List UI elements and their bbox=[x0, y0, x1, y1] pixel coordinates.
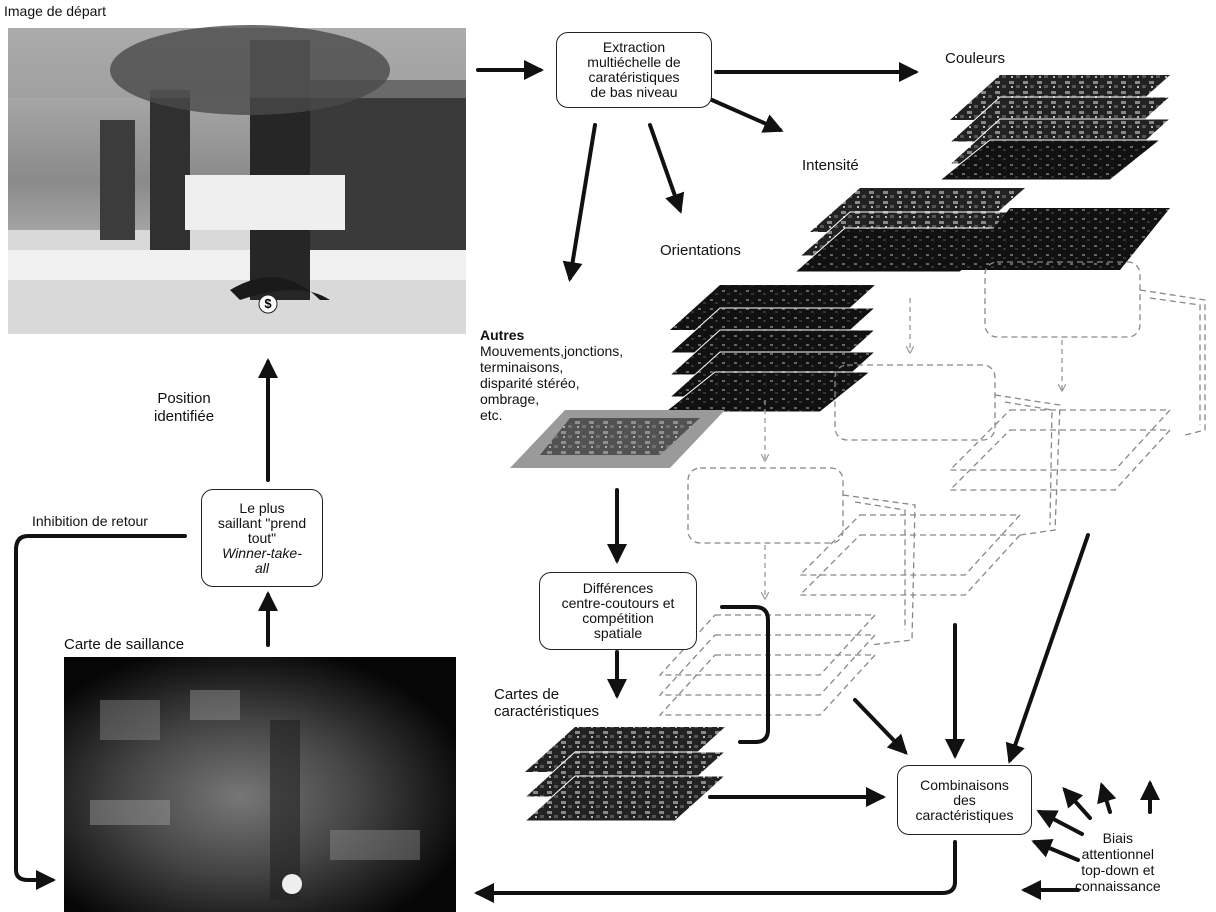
intensity-label: Intensité bbox=[802, 157, 859, 174]
winner-line: Le plus bbox=[239, 499, 285, 516]
feature-maps-stack bbox=[523, 727, 727, 822]
center-surround-line: centre-coutours et bbox=[561, 595, 675, 611]
center-surround-line: compétition bbox=[582, 610, 654, 626]
winner-line: saillant "prend bbox=[217, 514, 307, 531]
other-features-line: etc. bbox=[480, 407, 503, 423]
extraction-line: Extraction bbox=[602, 39, 666, 55]
feature-maps-line: caractéristiques bbox=[494, 703, 600, 720]
combination-line: Combinaisons bbox=[920, 776, 1009, 793]
feature-maps-line: Cartes de bbox=[494, 686, 560, 703]
top-down-bias-label: Biais attentionnel top-down et connaissa… bbox=[1075, 830, 1161, 894]
center-surround-box: Différences centre-coutours et compétiti… bbox=[539, 572, 697, 650]
center-surround-line: Différences bbox=[582, 580, 654, 596]
bias-line: Biais bbox=[1102, 830, 1133, 846]
winner-italic-line: all bbox=[254, 559, 269, 576]
position-identified-label: Position identifiée bbox=[154, 390, 214, 426]
orientation-feature-stack bbox=[663, 285, 877, 413]
dashed-feature-planes bbox=[658, 261, 1206, 716]
other-features-line: terminaisons, bbox=[480, 359, 564, 375]
saliency-map-image bbox=[64, 657, 456, 912]
inhibition-of-return-label: Inhibition de retour bbox=[32, 513, 148, 529]
bias-line: top-down et bbox=[1081, 862, 1155, 878]
dollar-sign-icon: $ bbox=[264, 296, 272, 311]
center-surround-line: spatiale bbox=[593, 625, 643, 641]
other-features-label: Autres Mouvements,jonctions, terminaison… bbox=[480, 327, 623, 423]
extraction-line: multiéchelle de bbox=[587, 54, 681, 70]
input-image-label: Image de départ bbox=[4, 3, 106, 19]
input-image bbox=[8, 25, 466, 334]
intensity-feature-stack bbox=[793, 188, 1170, 273]
winner-take-all-box: Le plus saillant "prend tout" Winner-tak… bbox=[201, 489, 323, 587]
other-features-line: Mouvements,jonctions, bbox=[480, 343, 624, 359]
extraction-box: Extraction multiéchelle de caratéristiqu… bbox=[556, 32, 712, 108]
feature-combination-box: Combinaisons des caractéristiques bbox=[897, 765, 1032, 835]
combination-line: des bbox=[953, 791, 976, 808]
orientations-label: Orientations bbox=[660, 242, 741, 259]
position-line: identifiée bbox=[154, 408, 215, 425]
extraction-line: de bas niveau bbox=[590, 84, 678, 100]
winner-line: tout" bbox=[247, 529, 277, 546]
other-features-plane bbox=[510, 410, 725, 468]
other-features-line: disparité stéréo, bbox=[480, 375, 580, 391]
combination-line: caractéristiques bbox=[915, 806, 1014, 823]
extraction-line: caratéristiques bbox=[588, 69, 680, 85]
bias-line: attentionnel bbox=[1081, 846, 1155, 862]
colors-label: Couleurs bbox=[945, 50, 1006, 67]
winner-italic-line: Winner-take- bbox=[222, 544, 302, 561]
color-feature-stack bbox=[938, 75, 1172, 181]
saliency-map-label: Carte de saillance bbox=[64, 636, 185, 653]
feature-maps-label: Cartes de caractéristiques bbox=[494, 686, 599, 720]
bias-line: connaissance bbox=[1075, 878, 1161, 894]
position-line: Position bbox=[157, 390, 211, 407]
other-features-line: ombrage, bbox=[480, 391, 540, 407]
other-features-title: Autres bbox=[480, 327, 525, 343]
